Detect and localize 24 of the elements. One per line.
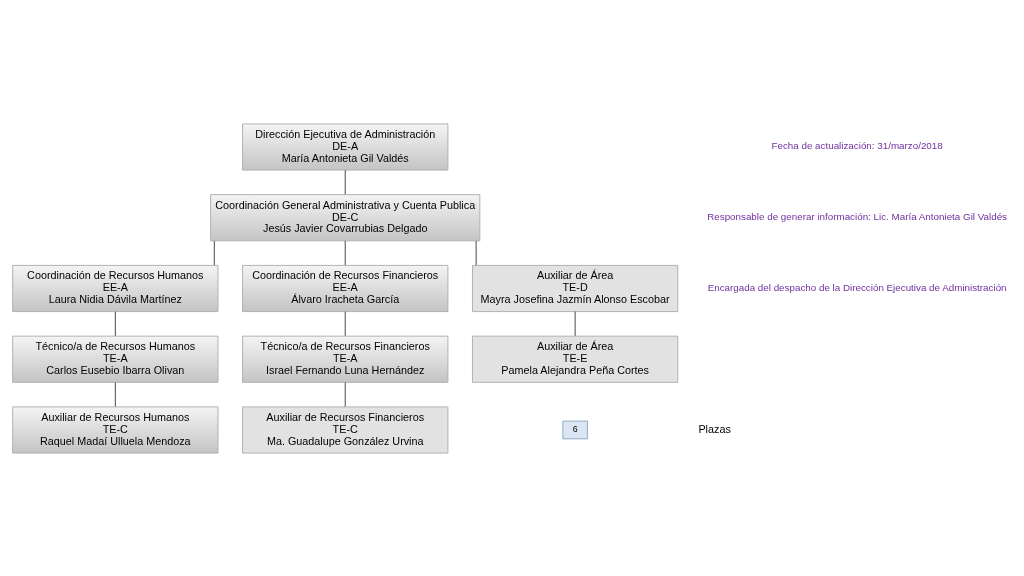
connector [213, 239, 215, 266]
node-box: Auxiliar de Recursos Financieros TE-C Ma. Guadalupe González Urvina [242, 405, 449, 454]
node-box: Auxiliar de Área TE-D Mayra Josefina Jazmín Alonso Escobar [471, 264, 679, 312]
node-box: Auxiliar de Área TE-E Pamela Alejandra Peña Cortes [471, 335, 679, 383]
connector [574, 310, 576, 336]
connector [114, 310, 116, 336]
connector [114, 381, 116, 407]
node-box: Técnico/a de Recursos Financieros TE-A Israel Fernando Luna Hernández [242, 335, 449, 383]
node-box: Coordinación General Administrativa y Cuenta Publica DE-C Jesús Javier Covarrubias Delgado [210, 193, 481, 241]
node-box: Técnico/a de Recursos Humanos TE-A Carlos Eusebio Ibarra Olivan [12, 335, 219, 383]
connector [344, 239, 346, 266]
label: Plazas [698, 422, 731, 435]
connector [475, 239, 477, 266]
label: Fecha de actualización: 31/marzo/2018 [771, 139, 943, 151]
connector [344, 381, 346, 407]
node-box: Coordinación de Recursos Humanos EE-A Laura Nidia Dávila Martínez [12, 264, 219, 312]
label: Encargada del despacho de la Dirección Ejecutiva de Administración [707, 281, 1007, 293]
label: Responsable de generar información: Lic. María Antonieta Gil Valdés [707, 210, 1008, 222]
connector [344, 310, 346, 336]
node-box: Coordinación de Recursos Financieros EE-A Álvaro Iracheta García [242, 264, 449, 312]
node-box: Dirección Ejecutiva de Administración DE-A María Antonieta Gil Valdés [242, 122, 449, 171]
label: 6 [572, 423, 578, 434]
node-box: Auxiliar de Recursos Humanos TE-C Raquel Madaí Ulluela Mendoza [12, 405, 219, 454]
connector [344, 169, 346, 195]
